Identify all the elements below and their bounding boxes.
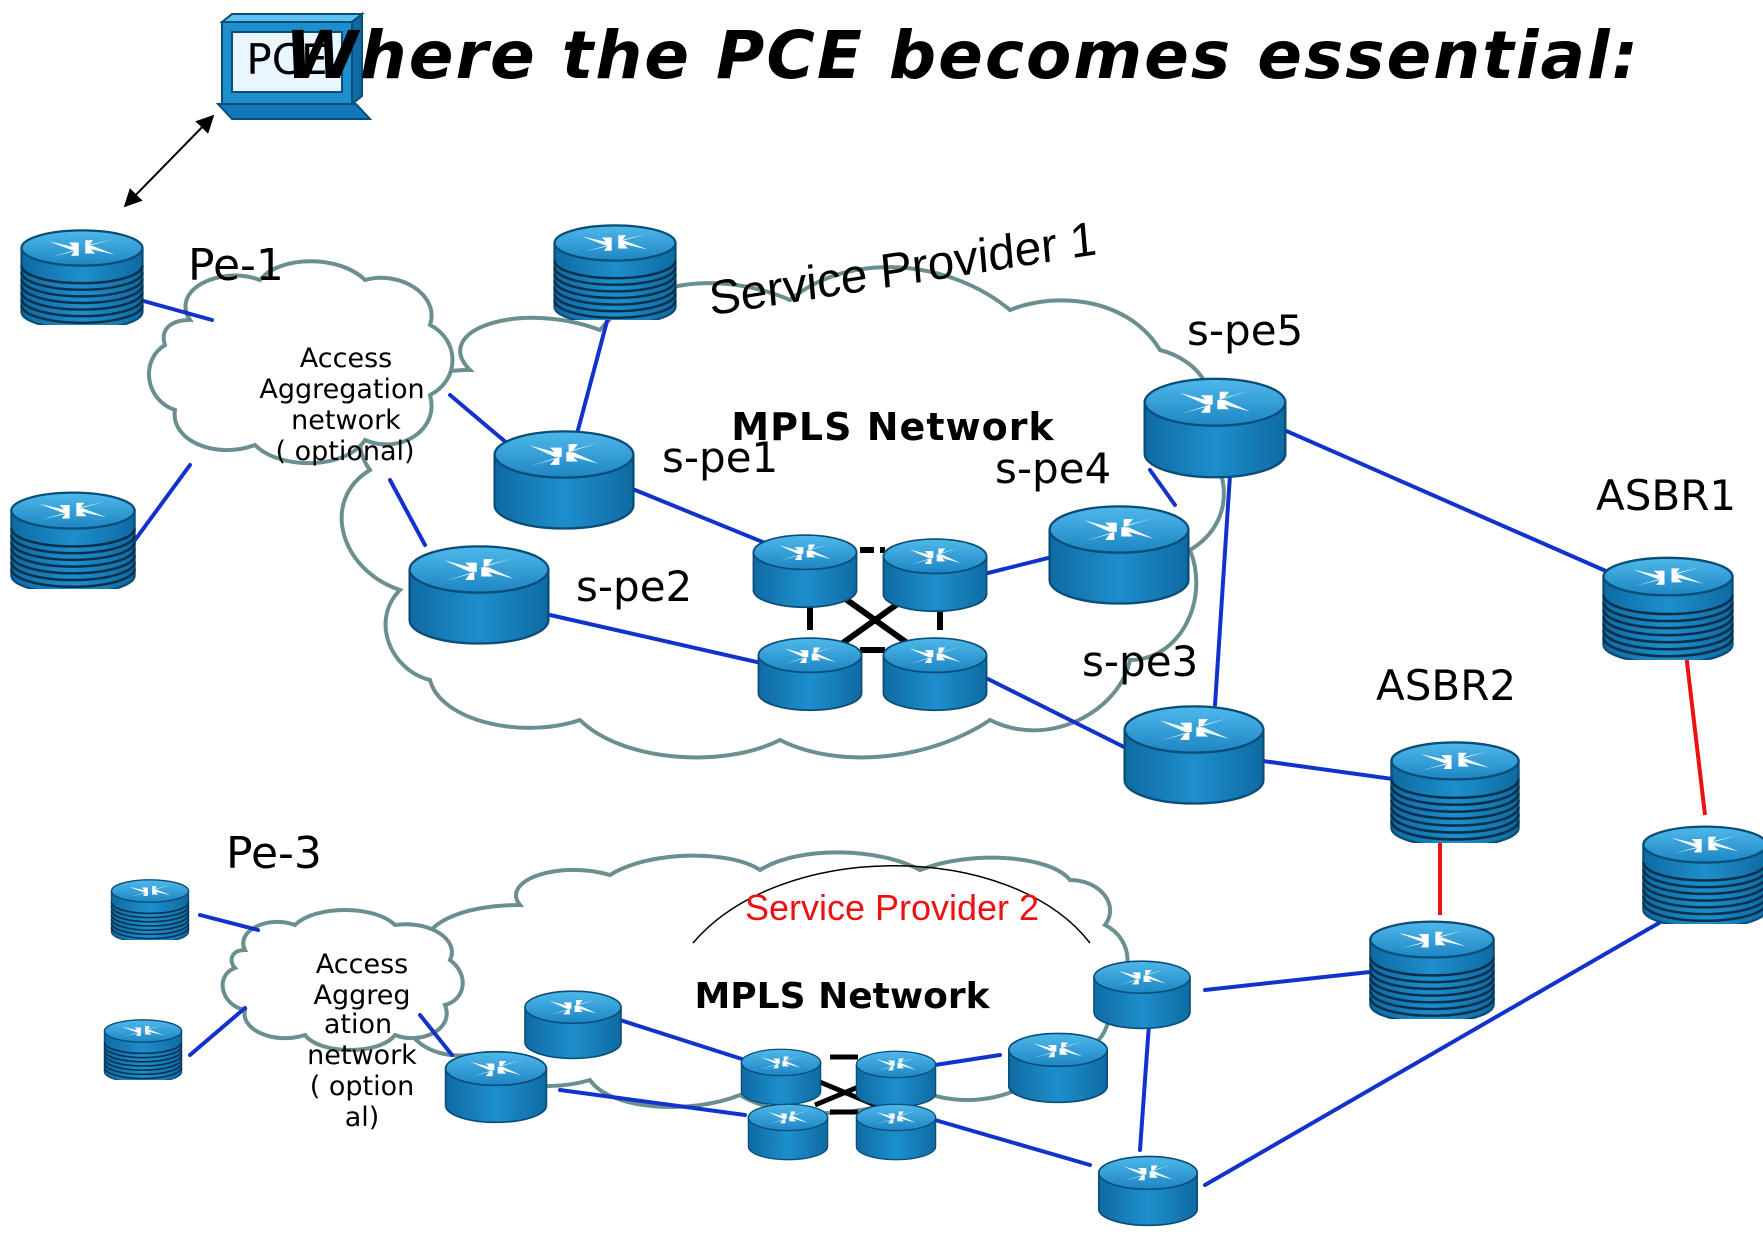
service-provider-2-label: Service Provider 2 (745, 887, 1039, 928)
sp1-top-router[interactable] (553, 224, 677, 324)
sp1-core-router-4[interactable] (882, 637, 988, 712)
sp1-core-router-2[interactable] (882, 538, 988, 613)
svg-text:Aggregation: Aggregation (259, 374, 424, 405)
link-pe1-access1 (138, 298, 214, 322)
link-pe3b-access2 (188, 1006, 247, 1057)
pe1-label: Pe-1 (188, 240, 284, 291)
svg-text:Access: Access (300, 343, 392, 374)
link-core-spe4 (978, 553, 1062, 577)
link-access1-spe1 (448, 393, 517, 452)
sp1-core-router-3[interactable] (757, 637, 863, 712)
svg-text:Access: Access (316, 949, 408, 980)
link-spe5-asbr1 (1248, 413, 1617, 577)
sp2-mpls-label: MPLS Network (694, 976, 990, 1017)
link-pe1b-access1 (133, 463, 192, 542)
svg-text:network: network (307, 1040, 417, 1071)
link-core-spe3 (978, 673, 1142, 757)
link-access1-spe2 (388, 478, 427, 547)
link-asbr1-peer (1683, 644, 1707, 816)
spe3-label: s-pe3 (1082, 637, 1198, 686)
pe3-router-top[interactable] (110, 878, 190, 943)
asbr1-peer-router[interactable] (1642, 825, 1763, 928)
svg-text:( option: ( option (310, 1071, 415, 1102)
pce-label: PCE (246, 35, 327, 84)
link-sp2-f (1138, 1008, 1152, 1152)
link-sp2-c (933, 1053, 1002, 1067)
link-access2-sp2 (418, 1013, 454, 1057)
sp1-core-router-1[interactable] (752, 534, 858, 609)
pe3-label: Pe-3 (226, 828, 322, 879)
sp2-core-router-1[interactable] (740, 1048, 822, 1106)
sp2-router-e[interactable] (1097, 1155, 1199, 1227)
link-sp2-d (933, 1118, 1092, 1167)
sp2-core-router-2[interactable] (855, 1050, 937, 1108)
link-spe5-spe3 (1213, 473, 1232, 707)
spe3-router[interactable] (1123, 705, 1265, 805)
link-sp2-b (558, 1088, 747, 1117)
spe2-router[interactable] (408, 545, 550, 645)
access-aggregation-2-text: Access Aggreg ation network ( option al) (307, 949, 417, 1133)
link-sp2-asbr2b (1203, 970, 1372, 992)
link-top-spe1 (576, 308, 612, 432)
asbr2-peer-router[interactable] (1369, 920, 1495, 1023)
sp2-core-router-4[interactable] (855, 1103, 937, 1161)
sp2-router-c[interactable] (1093, 960, 1191, 1030)
spe5-router[interactable] (1143, 377, 1287, 479)
svg-text:network: network (291, 405, 401, 436)
access-aggregation-1-text: Access Aggregation network ( optional) (259, 343, 424, 467)
spe4-router[interactable] (1048, 505, 1190, 605)
svg-text:ation: ation (324, 1009, 392, 1040)
asbr2-label: ASBR2 (1376, 661, 1516, 710)
pce-computer-icon[interactable]: PCE (215, 11, 373, 120)
svg-text:Aggreg: Aggreg (313, 980, 410, 1011)
pe1-router-bottom[interactable] (10, 491, 136, 594)
link-spe2-core (548, 613, 772, 667)
spe1-router[interactable] (493, 430, 635, 530)
sp2-router-a[interactable] (524, 990, 622, 1060)
double-arrow-icon (123, 114, 215, 208)
sp1-mpls-label: MPLS Network (731, 405, 1054, 449)
svg-text:( optional): ( optional) (275, 436, 414, 467)
spe1-label: s-pe1 (662, 433, 778, 482)
sp2-core-router-3[interactable] (747, 1103, 829, 1161)
link-spe4-spe5 (1148, 468, 1177, 507)
page-title: Where the PCE becomes essential: (285, 17, 1640, 94)
pe3-router-bottom[interactable] (103, 1018, 183, 1083)
access-aggregation-cloud-2 (220, 908, 465, 1052)
spe5-label: s-pe5 (1187, 306, 1303, 355)
links-blue (133, 298, 1692, 1187)
service-provider-1-cloud (339, 265, 1226, 760)
link-spe1-core (633, 488, 772, 547)
spe2-label: s-pe2 (576, 562, 692, 611)
asbr1-label: ASBR1 (1596, 471, 1736, 520)
spe4-label: s-pe4 (995, 444, 1111, 493)
access-aggregation-cloud-1 (147, 259, 455, 466)
link-sp2-a (618, 1018, 747, 1062)
service-provider-2-arc (692, 865, 1091, 944)
sp2-router-d[interactable] (1007, 1032, 1109, 1104)
link-sp2-asbr1b (1203, 903, 1692, 1187)
svg-text:al): al) (345, 1102, 380, 1133)
pe1-router-top[interactable] (20, 229, 144, 329)
link-pe3-access2 (198, 913, 260, 932)
asbr2-router[interactable] (1390, 741, 1520, 846)
sp2-router-b[interactable] (444, 1050, 548, 1124)
asbr1-router[interactable] (1602, 556, 1734, 664)
